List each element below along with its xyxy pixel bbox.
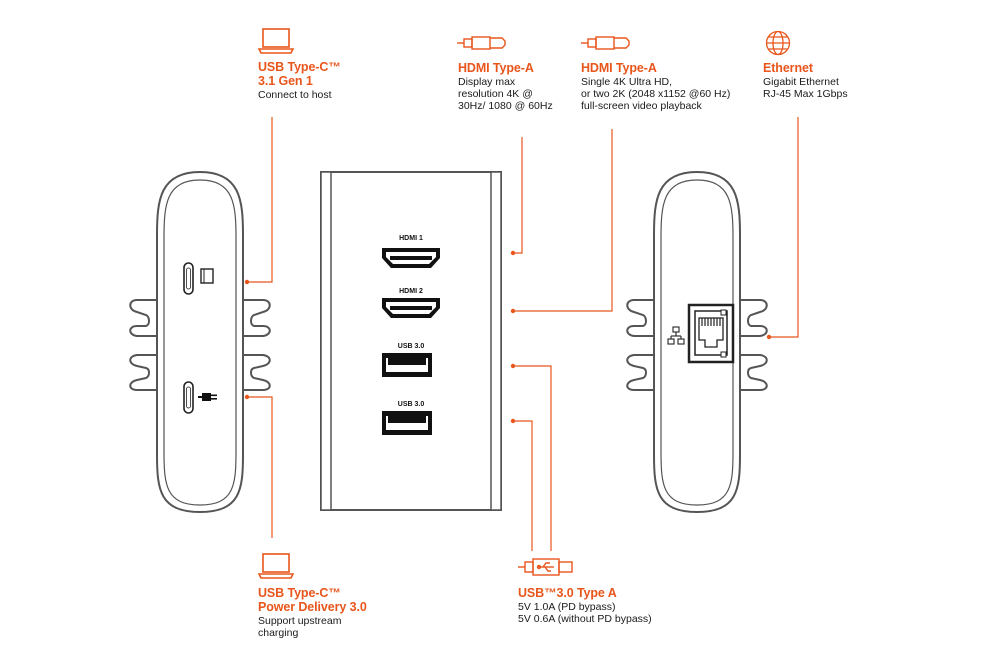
left-clip-top — [129, 299, 157, 337]
plug-icon — [198, 393, 217, 401]
left-end-inner — [163, 179, 237, 506]
laptop-icon — [258, 553, 294, 579]
callout-ethernet: Ethernet Gigabit Ethernet RJ-45 Max 1Gbp… — [763, 61, 848, 100]
monitor-icon — [200, 268, 214, 284]
hdmi2-port-label: HDMI 2 — [399, 288, 423, 295]
usbc-host-port — [183, 262, 194, 295]
left-end-view — [129, 170, 271, 514]
callout-desc: Support upstream charging — [258, 615, 342, 639]
callout-desc: Display max resolution 4K @ 30Hz/ 1080 @… — [458, 76, 553, 112]
callout-title: HDMI Type-A — [581, 61, 657, 75]
callout-desc: Single 4K Ultra HD, or two 2K (2048 x115… — [581, 76, 731, 112]
right-clip-top — [740, 299, 768, 337]
callout-title: HDMI Type-A — [458, 61, 534, 75]
leader-usb30-b — [513, 420, 533, 551]
callout-desc: Connect to host — [258, 89, 332, 101]
hub-body — [320, 171, 502, 511]
leader-ethernet — [769, 117, 799, 338]
callout-desc: Gigabit Ethernet RJ-45 Max 1Gbps — [763, 76, 848, 100]
leader-dots — [244, 250, 772, 424]
leader-lines — [247, 117, 799, 551]
hdmi-cable-icon — [457, 36, 506, 50]
callout-title: USB™3.0 Type A — [518, 586, 617, 600]
leader-usb30 — [513, 365, 552, 551]
leader-hdmi-a1 — [513, 137, 523, 254]
network-icon — [667, 326, 685, 345]
callout-usb30: USB™3.0 Type A 5V 1.0A (PD bypass) 5V 0.… — [518, 586, 652, 625]
callout-hdmi-a2: HDMI Type-A Single 4K Ultra HD, or two 2… — [581, 61, 730, 112]
left-clip-bottom-right — [243, 354, 271, 391]
callout-desc: 5V 1.0A (PD bypass) 5V 0.6A (without PD … — [518, 601, 652, 625]
hdmi-cable-icon — [581, 36, 630, 50]
usb-cable-icon — [518, 558, 573, 576]
hdmi1-port-label: HDMI 1 — [399, 235, 423, 242]
callout-title: USB Type-C™ 3.1 Gen 1 — [258, 60, 341, 88]
right-clip-top-left — [626, 299, 654, 337]
left-clip-top-right — [243, 299, 271, 337]
callout-title: Ethernet — [763, 61, 813, 75]
right-clip-bottom — [740, 354, 768, 391]
right-end-inner — [660, 179, 734, 506]
callout-usbc-host: USB Type-C™ 3.1 Gen 1 Connect to host — [258, 60, 341, 101]
left-clip-bottom — [129, 354, 157, 391]
usbc-pd-port — [183, 381, 194, 414]
leader-usbc-host — [247, 117, 273, 283]
callout-title: USB Type-C™ Power Delivery 3.0 — [258, 586, 367, 614]
rj45-port — [687, 303, 735, 364]
globe-icon — [765, 30, 791, 56]
usb2-port-label: USB 3.0 — [398, 401, 425, 408]
right-clip-bottom-left — [626, 354, 654, 391]
right-end-view — [626, 170, 768, 514]
leader-usbc-pd — [247, 396, 273, 538]
right-end-outline — [653, 170, 741, 514]
left-end-outline — [156, 170, 244, 514]
leader-hdmi-a2 — [513, 129, 613, 312]
callout-hdmi-a1: HDMI Type-A Display max resolution 4K @ … — [458, 61, 553, 112]
usb1-port-label: USB 3.0 — [398, 343, 425, 350]
callout-usbc-pd: USB Type-C™ Power Delivery 3.0 Support u… — [258, 586, 367, 639]
laptop-icon — [258, 28, 294, 54]
